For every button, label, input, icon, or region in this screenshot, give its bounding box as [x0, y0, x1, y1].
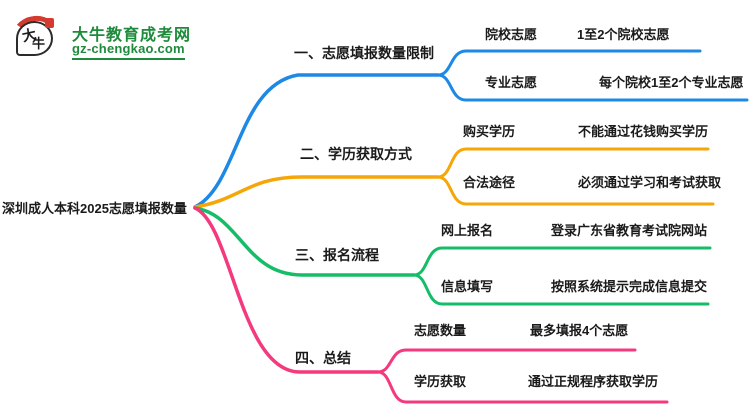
logo-speech-bubble-icon: 大 牛 [10, 12, 60, 59]
branch-2-label: 二、学历获取方式 [300, 146, 412, 162]
branch-3-child-2-label: 信息填写 [441, 279, 494, 294]
branch-3-trunk-line [193, 206, 416, 277]
branch-4-label: 四、总结 [295, 350, 351, 366]
branch-1-label: 一、志愿填报数量限制 [294, 45, 434, 61]
logo-char-bottom: 牛 [32, 36, 46, 51]
branch-4-child-1-label: 志愿数量 [414, 323, 467, 338]
branch-3-child-1-line [412, 246, 712, 277]
site-logo: 大 牛 大牛教育成考网 gz-chengkao.com [10, 12, 190, 64]
logo-bubble [16, 21, 53, 56]
branch-4-child-2-label: 学历获取 [414, 374, 467, 389]
branch-4-child-2-value: 通过正规程序获取学历 [528, 374, 659, 389]
branch-2-child-2-label: 合法途径 [463, 175, 516, 190]
branch-3-child-1-label: 网上报名 [441, 223, 494, 238]
site-name: 大牛教育成考网 [72, 27, 192, 44]
branch-4-trunk-line [193, 206, 380, 374]
branch-1-trunk-line [193, 73, 440, 209]
branch-3-child-2-line [412, 273, 710, 306]
branch-2-child-2-value: 必须通过学习和考试获取 [578, 175, 722, 190]
logo-seal-icon [45, 18, 54, 28]
branch-1-child-2-label: 专业志愿 [485, 75, 538, 90]
branch-2-trunk-line [193, 175, 440, 209]
branch-1-child-1-label: 院校志愿 [485, 27, 538, 42]
branch-3-child-1-value: 登录广东省教育考试院网站 [551, 223, 708, 238]
branch-2-child-1-value: 不能通过花钱购买学历 [578, 124, 709, 139]
branch-4-child-2-line [376, 370, 669, 404]
branch-1-child-2-value: 每个院校1至2个专业志愿 [599, 75, 744, 90]
branch-2-child-1-line [436, 147, 710, 179]
branch-1-child-1-value: 1至2个院校志愿 [577, 27, 670, 42]
branch-3-label: 三、报名流程 [295, 247, 379, 263]
branch-2-child-1-label: 购买学历 [463, 124, 516, 139]
branch-2-child-2-line [436, 175, 715, 206]
branch-3-child-2-value: 按照系统提示完成信息提交 [551, 279, 708, 294]
branch-4-child-1-line [376, 348, 637, 374]
site-url: gz-chengkao.com [72, 41, 185, 60]
root-topic: 深圳成人本科2025志愿填报数量 [2, 201, 187, 216]
branch-4-child-1-value: 最多填报4个志愿 [530, 323, 629, 338]
branch-1-child-2-line [436, 73, 749, 102]
